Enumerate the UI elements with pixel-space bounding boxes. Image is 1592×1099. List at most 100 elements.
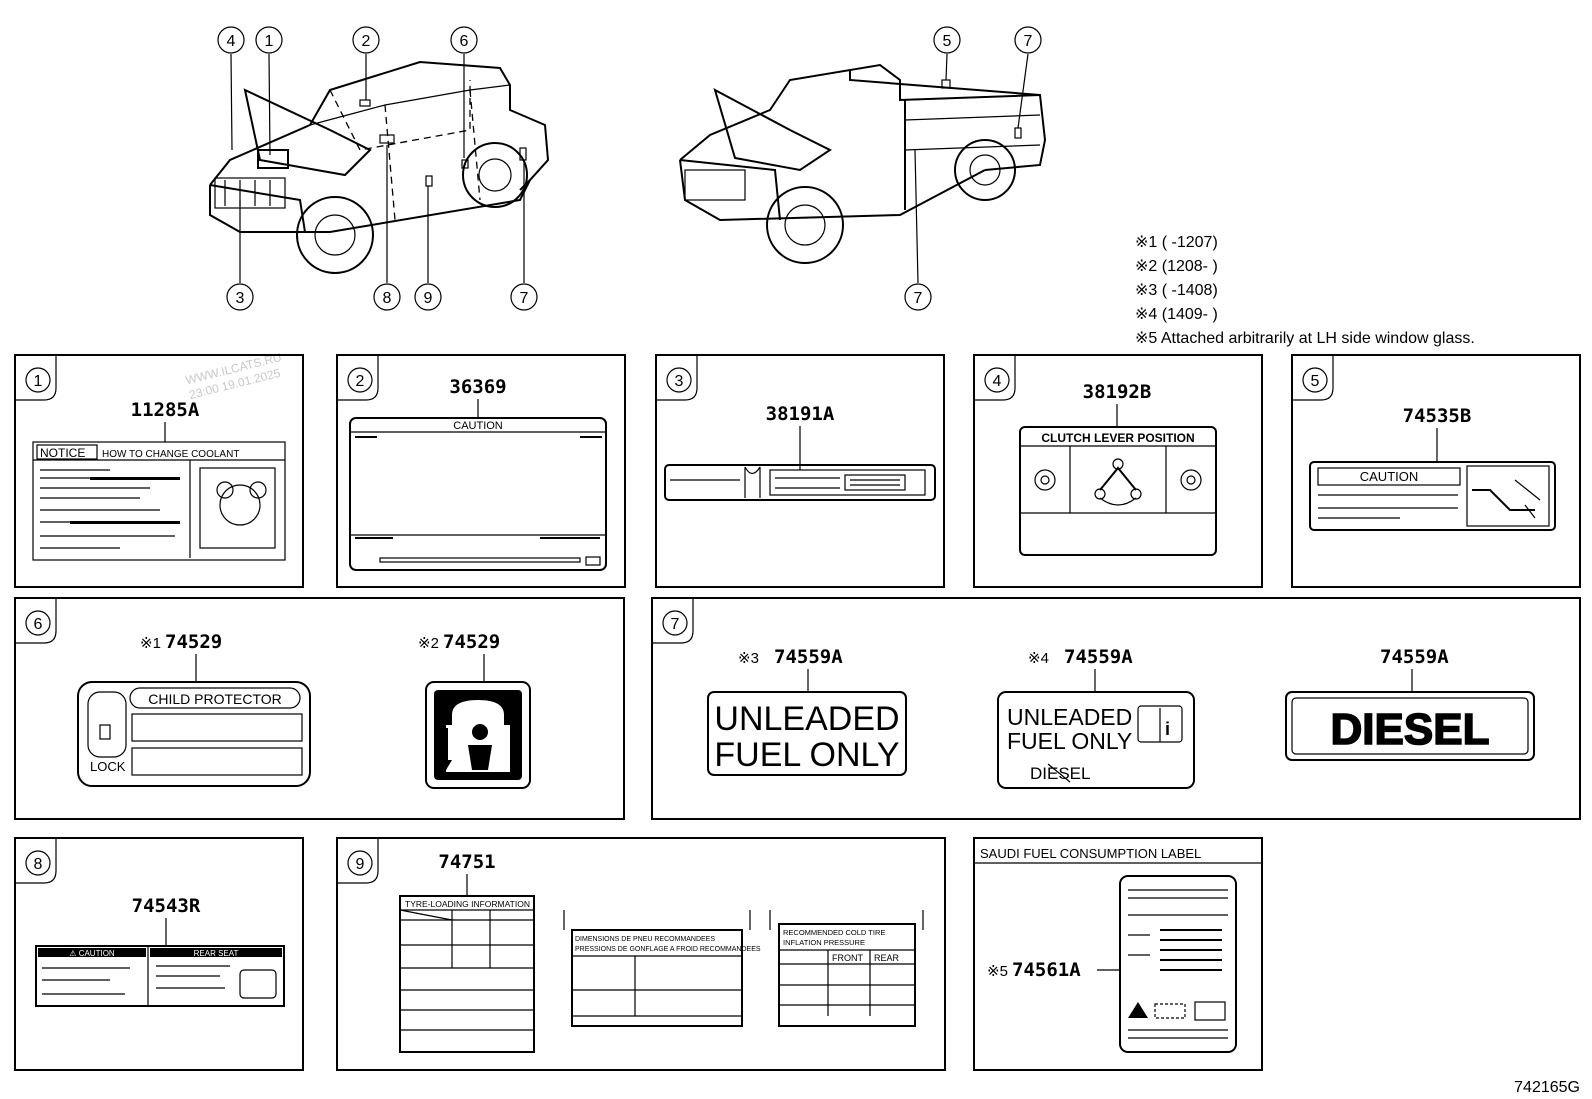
svg-text:9: 9 <box>424 290 433 307</box>
pickup-illustration <box>679 63 1047 264</box>
note-5: ※5 Attached arbitrarily at LH side windo… <box>1135 330 1475 347</box>
svg-text:2: 2 <box>362 33 371 50</box>
callout-6 <box>450 26 478 54</box>
svg-text:FRONT: FRONT <box>832 953 863 963</box>
diagram-code: 742165G <box>1514 1079 1580 1096</box>
part-number: 74751 <box>438 851 495 873</box>
part-number: 74559A <box>774 646 843 668</box>
callout-3 <box>226 283 254 311</box>
svg-text:DIMENSIONS DE PNEU RECOMMANDEE: DIMENSIONS DE PNEU RECOMMANDEES <box>575 936 715 943</box>
part-number: 38192B <box>1083 381 1152 403</box>
part-number: 74543R <box>132 895 201 917</box>
wagon-illustration <box>209 60 550 274</box>
cold-tire-pressure-label <box>778 923 916 1027</box>
panel-num: 1 <box>34 373 43 390</box>
svg-text:RECOMMENDED COLD TIRE: RECOMMENDED COLD TIRE <box>783 928 885 937</box>
callout-5 <box>933 26 961 54</box>
svg-text:INFLATION PRESSURE: INFLATION PRESSURE <box>783 938 865 947</box>
part-number: 36369 <box>449 376 506 398</box>
panel-9: 9 74751 TYRE-LOADING INFORMATION DIMENSI… <box>336 837 946 1071</box>
panel-5: 5 74535B CAUTION <box>1291 354 1581 588</box>
callout-2 <box>352 26 380 54</box>
svg-text:4: 4 <box>993 373 1002 390</box>
part-number: 74561A <box>1012 959 1081 981</box>
svg-text:7: 7 <box>671 616 680 633</box>
svg-text:TYRE-LOADING INFORMATION: TYRE-LOADING INFORMATION <box>405 899 530 909</box>
svg-text:REAR SEAT: REAR SEAT <box>194 949 239 958</box>
child-lock-icon-label <box>425 681 531 789</box>
callout-8 <box>373 283 401 311</box>
svg-text:2: 2 <box>356 373 365 390</box>
part-number: 74529 <box>443 631 500 653</box>
part-number: 74559A <box>1064 646 1133 668</box>
panel-7: 7 ※3 74559A UNLEADED FUEL ONLY ※4 74559A… <box>651 597 1581 820</box>
caution-label <box>349 417 607 571</box>
svg-text:※5: ※5 <box>987 963 1008 980</box>
note-3: ※3 ( -1408) <box>1135 282 1218 299</box>
caution-label <box>1309 461 1556 531</box>
svg-text:5: 5 <box>1311 373 1320 390</box>
svg-text:UNLEADED: UNLEADED <box>714 700 899 738</box>
callout-7 <box>904 283 932 311</box>
callout-7 <box>510 283 538 311</box>
panel-3: 3 38191A <box>655 354 945 588</box>
part-number: 74535B <box>1403 405 1472 427</box>
child-protector-label <box>77 681 311 787</box>
note-1: ※1 ( -1207) <box>1135 234 1218 251</box>
unleaded-fuel-only-label <box>997 691 1195 789</box>
svg-text:3: 3 <box>236 290 245 307</box>
part-number: 74559A <box>1380 646 1449 668</box>
unleaded-fuel-label <box>707 691 907 776</box>
svg-text:※3: ※3 <box>738 650 759 667</box>
panel-4: 4 38192B CLUTCH LEVER POSITION <box>973 354 1263 588</box>
svg-text:CLUTCH LEVER POSITION: CLUTCH LEVER POSITION <box>1041 431 1194 445</box>
svg-text:LOCK: LOCK <box>90 759 126 774</box>
clutch-lever-label <box>1019 426 1217 556</box>
svg-text:HOW TO CHANGE COOLANT: HOW TO CHANGE COOLANT <box>102 449 239 460</box>
wagon-callouts: 4 1 2 6 3 8 9 7 <box>217 26 538 311</box>
svg-text:UNLEADED: UNLEADED <box>1007 704 1132 730</box>
coolant-notice-label <box>32 441 286 561</box>
svg-text:NOTICE: NOTICE <box>40 446 85 460</box>
svg-text:8: 8 <box>383 290 392 307</box>
svg-text:5: 5 <box>943 33 952 50</box>
svg-text:FUEL ONLY: FUEL ONLY <box>714 736 899 774</box>
note-2: ※2 (1208- ) <box>1135 258 1218 275</box>
svg-text:※4: ※4 <box>1028 650 1049 667</box>
svg-text:8: 8 <box>34 856 43 873</box>
tyre-loading-label <box>399 895 535 1053</box>
callout-1 <box>255 26 283 54</box>
svg-text:PRESSIONS DE GONFLAGE A FROID: PRESSIONS DE GONFLAGE A FROID RECOMMANDE… <box>575 946 761 953</box>
panel-6: 6 ※1 74529 LOCK CHILD PROTECTOR ※2 74529 <box>14 597 625 820</box>
panel-8: 8 74543R ⚠ CAUTION REAR SEAT <box>14 837 304 1071</box>
callout-4 <box>217 26 245 54</box>
svg-text:1: 1 <box>265 33 274 50</box>
svg-text:⚠ CAUTION: ⚠ CAUTION <box>69 949 115 958</box>
pickup-callouts: 5 7 7 <box>904 26 1042 311</box>
callout-text: 4 <box>227 33 236 50</box>
svg-text:9: 9 <box>356 856 365 873</box>
fuel-consumption-label <box>1119 875 1237 1053</box>
diesel-label <box>1285 691 1535 761</box>
panel-2: 2 36369 CAUTION <box>336 354 626 588</box>
engine-label <box>664 464 936 501</box>
svg-text:6: 6 <box>34 616 43 633</box>
saudi-title: SAUDI FUEL CONSUMPTION LABEL <box>980 846 1201 861</box>
svg-text:DIESEL: DIESEL <box>1331 705 1490 754</box>
rear-seat-caution-label <box>35 945 285 1007</box>
svg-text:6: 6 <box>460 33 469 50</box>
svg-text:※1: ※1 <box>140 635 161 652</box>
part-number: 38191A <box>766 403 835 425</box>
svg-text:FUEL ONLY: FUEL ONLY <box>1007 728 1132 754</box>
svg-text:7: 7 <box>914 290 923 307</box>
svg-text:※2: ※2 <box>418 635 439 652</box>
svg-text:i: i <box>1165 719 1170 739</box>
svg-text:CAUTION: CAUTION <box>1360 469 1419 484</box>
svg-text:CAUTION: CAUTION <box>453 420 503 432</box>
part-number: 11285A <box>131 399 200 421</box>
watermark: WWW.ILCATS.RU 23:00 19.01.2025 <box>184 350 283 402</box>
svg-text:CHILD PROTECTOR: CHILD PROTECTOR <box>148 691 282 707</box>
callout-7 <box>1014 26 1042 54</box>
note-4: ※4 (1409- ) <box>1135 306 1218 323</box>
